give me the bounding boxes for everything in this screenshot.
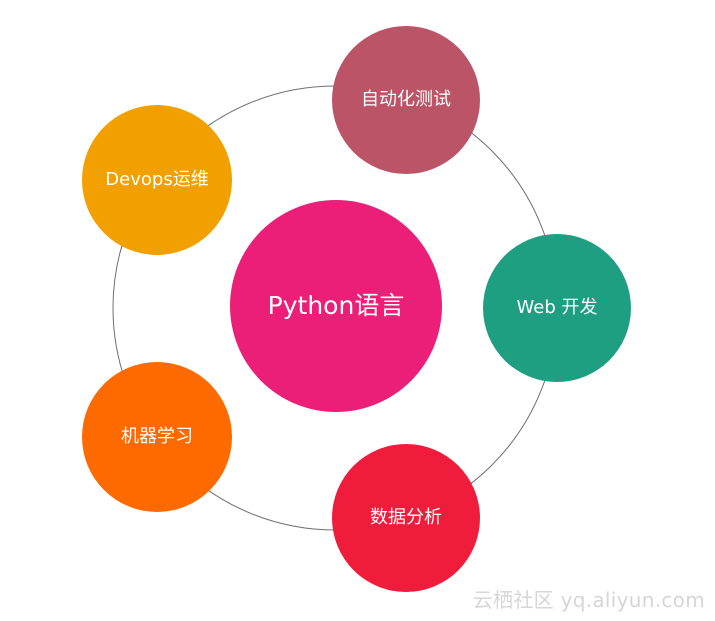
node-data-analysis: 数据分析 bbox=[332, 444, 480, 592]
node-label-web-development: Web 开发 bbox=[516, 297, 598, 319]
center-node-python: Python语言 bbox=[230, 200, 442, 412]
watermark: 云栖社区 yq.aliyun.com bbox=[472, 588, 705, 612]
node-label-automation-testing: 自动化测试 bbox=[361, 89, 451, 111]
node-label-machine-learning: 机器学习 bbox=[121, 426, 193, 448]
node-machine-learning: 机器学习 bbox=[82, 362, 232, 512]
node-label-data-analysis: 数据分析 bbox=[370, 507, 442, 529]
node-automation-testing: 自动化测试 bbox=[332, 26, 480, 174]
node-devops: Devops运维 bbox=[82, 105, 232, 255]
center-node-label: Python语言 bbox=[267, 290, 405, 320]
node-web-development: Web 开发 bbox=[483, 234, 631, 382]
node-label-devops: Devops运维 bbox=[105, 169, 209, 191]
